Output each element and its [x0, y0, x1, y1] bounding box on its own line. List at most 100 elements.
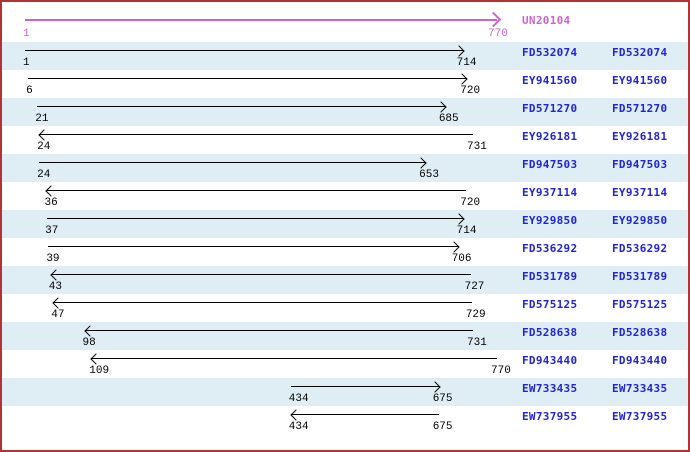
- sequence-arrow-line: [50, 274, 471, 275]
- arrowhead-icon: [448, 241, 460, 253]
- reference-start-coordinate: 1: [23, 28, 30, 40]
- accession-link[interactable]: FD532074: [522, 46, 578, 59]
- sequence-arrow-line: [39, 134, 474, 135]
- sequence-arrow-line: [25, 50, 463, 51]
- alignment-row: 39 706 FD536292 FD536292: [2, 238, 688, 266]
- start-coordinate: 39: [46, 253, 60, 265]
- end-coordinate: 770: [491, 365, 511, 377]
- sequence-arrow-line: [37, 106, 445, 107]
- end-coordinate: 720: [460, 197, 481, 209]
- accession-link[interactable]: EW733435: [522, 382, 578, 395]
- accession-link[interactable]: FD575125: [522, 298, 578, 311]
- sequence-arrow-line: [290, 414, 439, 415]
- start-coordinate: 24: [37, 141, 51, 153]
- arrowhead-icon: [50, 269, 62, 281]
- end-coordinate: 653: [419, 169, 439, 181]
- alignment-row: 21 685 FD571270 FD571270: [2, 98, 688, 126]
- end-coordinate: 675: [432, 393, 453, 405]
- arrowhead-icon: [429, 381, 441, 393]
- start-coordinate: 6: [26, 85, 33, 97]
- arrowhead-icon: [452, 213, 465, 225]
- start-coordinate: 434: [288, 421, 309, 433]
- accession-link-secondary[interactable]: EY929850: [612, 214, 668, 227]
- accession-link[interactable]: EY926181: [522, 130, 578, 143]
- accession-link[interactable]: EY929850: [522, 214, 578, 227]
- accession-link-secondary[interactable]: FD571270: [612, 102, 668, 115]
- arrowhead-icon: [52, 297, 64, 309]
- accession-link[interactable]: EY941560: [522, 74, 578, 87]
- arrowhead-icon: [456, 73, 468, 85]
- alignment-row: 37 714 EY929850 EY929850: [2, 210, 688, 238]
- arrowhead-icon: [45, 185, 58, 197]
- sequence-arrow-line: [84, 330, 474, 331]
- alignment-row: 24 731 EY926181 EY926181: [2, 126, 688, 154]
- accession-link[interactable]: FD943440: [522, 354, 578, 367]
- end-coordinate: 714: [456, 225, 477, 237]
- alignment-row: 24 653 FD947503 FD947503: [2, 154, 688, 182]
- alignment-row: 434 675 EW737955 EW737955: [2, 406, 688, 434]
- alignment-row: 98 731 FD528638 FD528638: [2, 322, 688, 350]
- accession-link-secondary[interactable]: EY926181: [612, 130, 668, 143]
- reference-name: UN20104: [522, 14, 571, 27]
- arrowhead-icon: [452, 45, 465, 57]
- accession-link[interactable]: FD528638: [522, 326, 578, 339]
- accession-link-secondary[interactable]: FD947503: [612, 158, 668, 171]
- accession-link-secondary[interactable]: FD528638: [612, 326, 668, 339]
- start-coordinate: 98: [82, 337, 96, 349]
- alignment-row: 109 770 FD943440 FD943440: [2, 350, 688, 378]
- accession-link-secondary[interactable]: FD536292: [612, 242, 668, 255]
- sequence-arrow-line: [46, 190, 467, 191]
- reference-end-coordinate: 770: [488, 28, 508, 40]
- sequence-arrow-line: [39, 162, 426, 163]
- start-coordinate: 36: [44, 197, 58, 209]
- start-coordinate: 21: [35, 113, 49, 125]
- end-coordinate: 731: [467, 337, 487, 349]
- accession-link-secondary[interactable]: EW733435: [612, 382, 668, 395]
- end-coordinate: 706: [451, 253, 472, 265]
- reference-arrow: [25, 19, 497, 21]
- alignment-rows: 1 714 FD532074 FD532074 6 720 EY941560 E…: [2, 42, 688, 434]
- end-coordinate: 685: [438, 113, 459, 125]
- accession-link-secondary[interactable]: FD532074: [612, 46, 668, 59]
- accession-link[interactable]: EY937114: [522, 186, 578, 199]
- end-coordinate: 727: [464, 281, 485, 293]
- accession-link-secondary[interactable]: FD575125: [612, 298, 668, 311]
- arrowhead-icon: [83, 325, 96, 337]
- alignment-row: 47 729 FD575125 FD575125: [2, 294, 688, 322]
- start-coordinate: 24: [37, 169, 51, 181]
- alignment-row: 434 675 EW733435 EW733435: [2, 378, 688, 406]
- alignment-row: 36 720 EY937114 EY937114: [2, 182, 688, 210]
- start-coordinate: 47: [51, 309, 65, 321]
- start-coordinate: 109: [89, 365, 110, 377]
- accession-link-secondary[interactable]: EW737955: [612, 410, 668, 423]
- accession-link[interactable]: FD571270: [522, 102, 578, 115]
- accession-link-secondary[interactable]: EY941560: [612, 74, 668, 87]
- accession-link[interactable]: FD531789: [522, 270, 578, 283]
- accession-link-secondary[interactable]: EY937114: [612, 186, 668, 199]
- accession-link-secondary[interactable]: FD943440: [612, 354, 668, 367]
- end-coordinate: 714: [456, 57, 477, 69]
- arrowhead-icon: [290, 409, 302, 421]
- accession-link-secondary[interactable]: FD531789: [612, 270, 668, 283]
- arrowhead-icon: [435, 101, 447, 113]
- alignment-row: 6 720 EY941560 EY941560: [2, 70, 688, 98]
- start-coordinate: 1: [23, 57, 30, 69]
- end-coordinate: 729: [465, 309, 486, 321]
- start-coordinate: 434: [288, 393, 309, 405]
- alignment-row: 1 714 FD532074 FD532074: [2, 42, 688, 70]
- sequence-arrow-line: [91, 358, 497, 359]
- accession-link[interactable]: FD947503: [522, 158, 578, 171]
- end-coordinate: 675: [432, 421, 453, 433]
- arrowhead-icon: [90, 353, 102, 365]
- accession-link[interactable]: EW737955: [522, 410, 578, 423]
- alignment-row: 43 727 FD531789 FD531789: [2, 266, 688, 294]
- sequence-arrow-line: [47, 218, 463, 219]
- end-coordinate: 720: [460, 85, 481, 97]
- sequence-arrow-line: [53, 302, 472, 303]
- reference-arrowhead-icon: [485, 11, 502, 28]
- sequence-arrow-line: [48, 246, 458, 247]
- sequence-arrow-line: [290, 386, 439, 387]
- accession-link[interactable]: FD536292: [522, 242, 578, 255]
- arrowhead-icon: [38, 129, 50, 141]
